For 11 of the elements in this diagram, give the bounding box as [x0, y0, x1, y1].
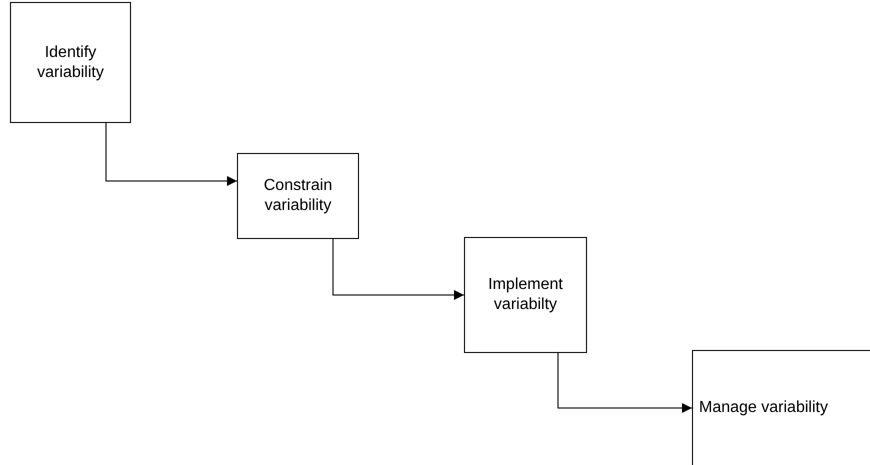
step-label: Identify variability [36, 42, 105, 82]
connector-arrow [332, 238, 464, 300]
step-label: Manage variability [699, 398, 828, 418]
connector-arrow [106, 122, 238, 186]
step-label: Implement variabilty [487, 275, 564, 315]
process-box [464, 237, 587, 353]
process-box [692, 350, 870, 465]
process-box [237, 153, 359, 239]
connector-arrow [558, 352, 692, 413]
process-box [10, 2, 131, 123]
step-label: Constrain variability [262, 176, 334, 216]
